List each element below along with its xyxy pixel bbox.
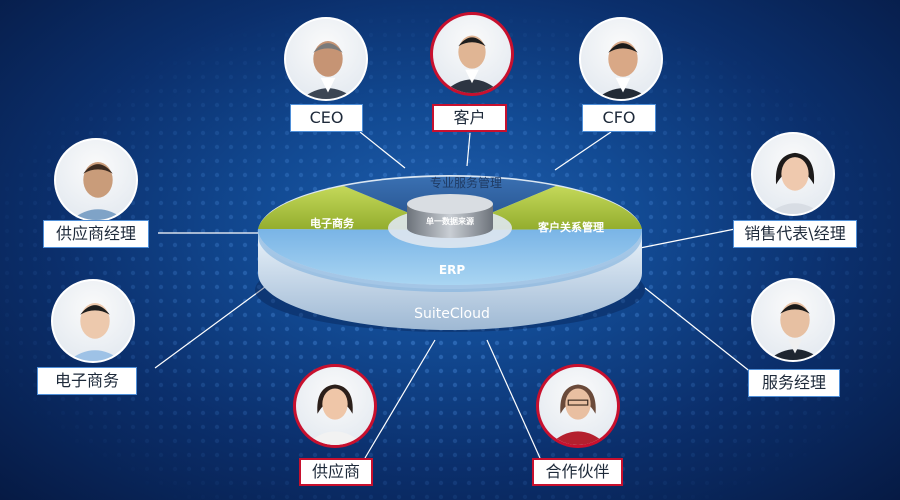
segment-label-erp: ERP	[439, 263, 465, 277]
connector-cfo	[554, 131, 612, 171]
connector-customer	[466, 132, 471, 167]
ecommerce-role-label: 电子商务	[37, 367, 137, 395]
person-icon	[305, 384, 365, 445]
sales-rep-label: 销售代表\经理	[733, 220, 857, 248]
supplier-avatar	[293, 364, 377, 448]
ecommerce-role-avatar	[51, 279, 135, 363]
platform-disc: 专业服务管理 电子商务 客户关系管理 ERP 单一数据来源 SuiteCloud	[255, 175, 645, 332]
segment-erp	[258, 229, 642, 285]
segment-label-ecommerce: 电子商务	[310, 216, 355, 230]
supply-chain-manager-label: 供应商经理	[43, 220, 149, 248]
connector-service-manager	[644, 287, 753, 374]
person-icon	[596, 41, 650, 99]
connector-lines	[154, 131, 753, 459]
connector-sales-rep	[639, 228, 736, 249]
sales-rep-avatar	[751, 132, 835, 216]
customer-label: 客户	[432, 104, 507, 132]
center-cylinder-top	[407, 194, 493, 214]
connector-partner	[486, 339, 541, 459]
center-label: 单一数据来源	[426, 216, 474, 226]
cfo-label: CFO	[582, 104, 656, 132]
person-icon	[71, 162, 125, 220]
person-icon	[442, 35, 502, 93]
person-icon	[768, 302, 822, 360]
connector-supplier	[364, 339, 436, 459]
service-manager-label: 服务经理	[748, 369, 840, 397]
person-icon	[68, 303, 122, 361]
platform-base-label: SuiteCloud	[414, 306, 490, 322]
person-icon	[548, 384, 608, 445]
supplier-label: 供应商	[299, 458, 373, 486]
person-icon	[768, 152, 822, 214]
ceo-label: CEO	[290, 104, 363, 132]
partner-label: 合作伙伴	[532, 458, 623, 486]
cfo-avatar	[579, 17, 663, 101]
person-icon	[301, 41, 355, 99]
segment-label-professional-services: 专业服务管理	[430, 175, 502, 190]
supply-chain-manager-avatar	[54, 138, 138, 222]
customer-avatar	[430, 12, 514, 96]
segment-label-crm: 客户关系管理	[537, 220, 604, 234]
connector-ecommerce-role	[154, 286, 266, 369]
service-manager-avatar	[751, 278, 835, 362]
partner-avatar	[536, 364, 620, 448]
ceo-avatar	[284, 17, 368, 101]
connector-ceo	[359, 131, 406, 169]
